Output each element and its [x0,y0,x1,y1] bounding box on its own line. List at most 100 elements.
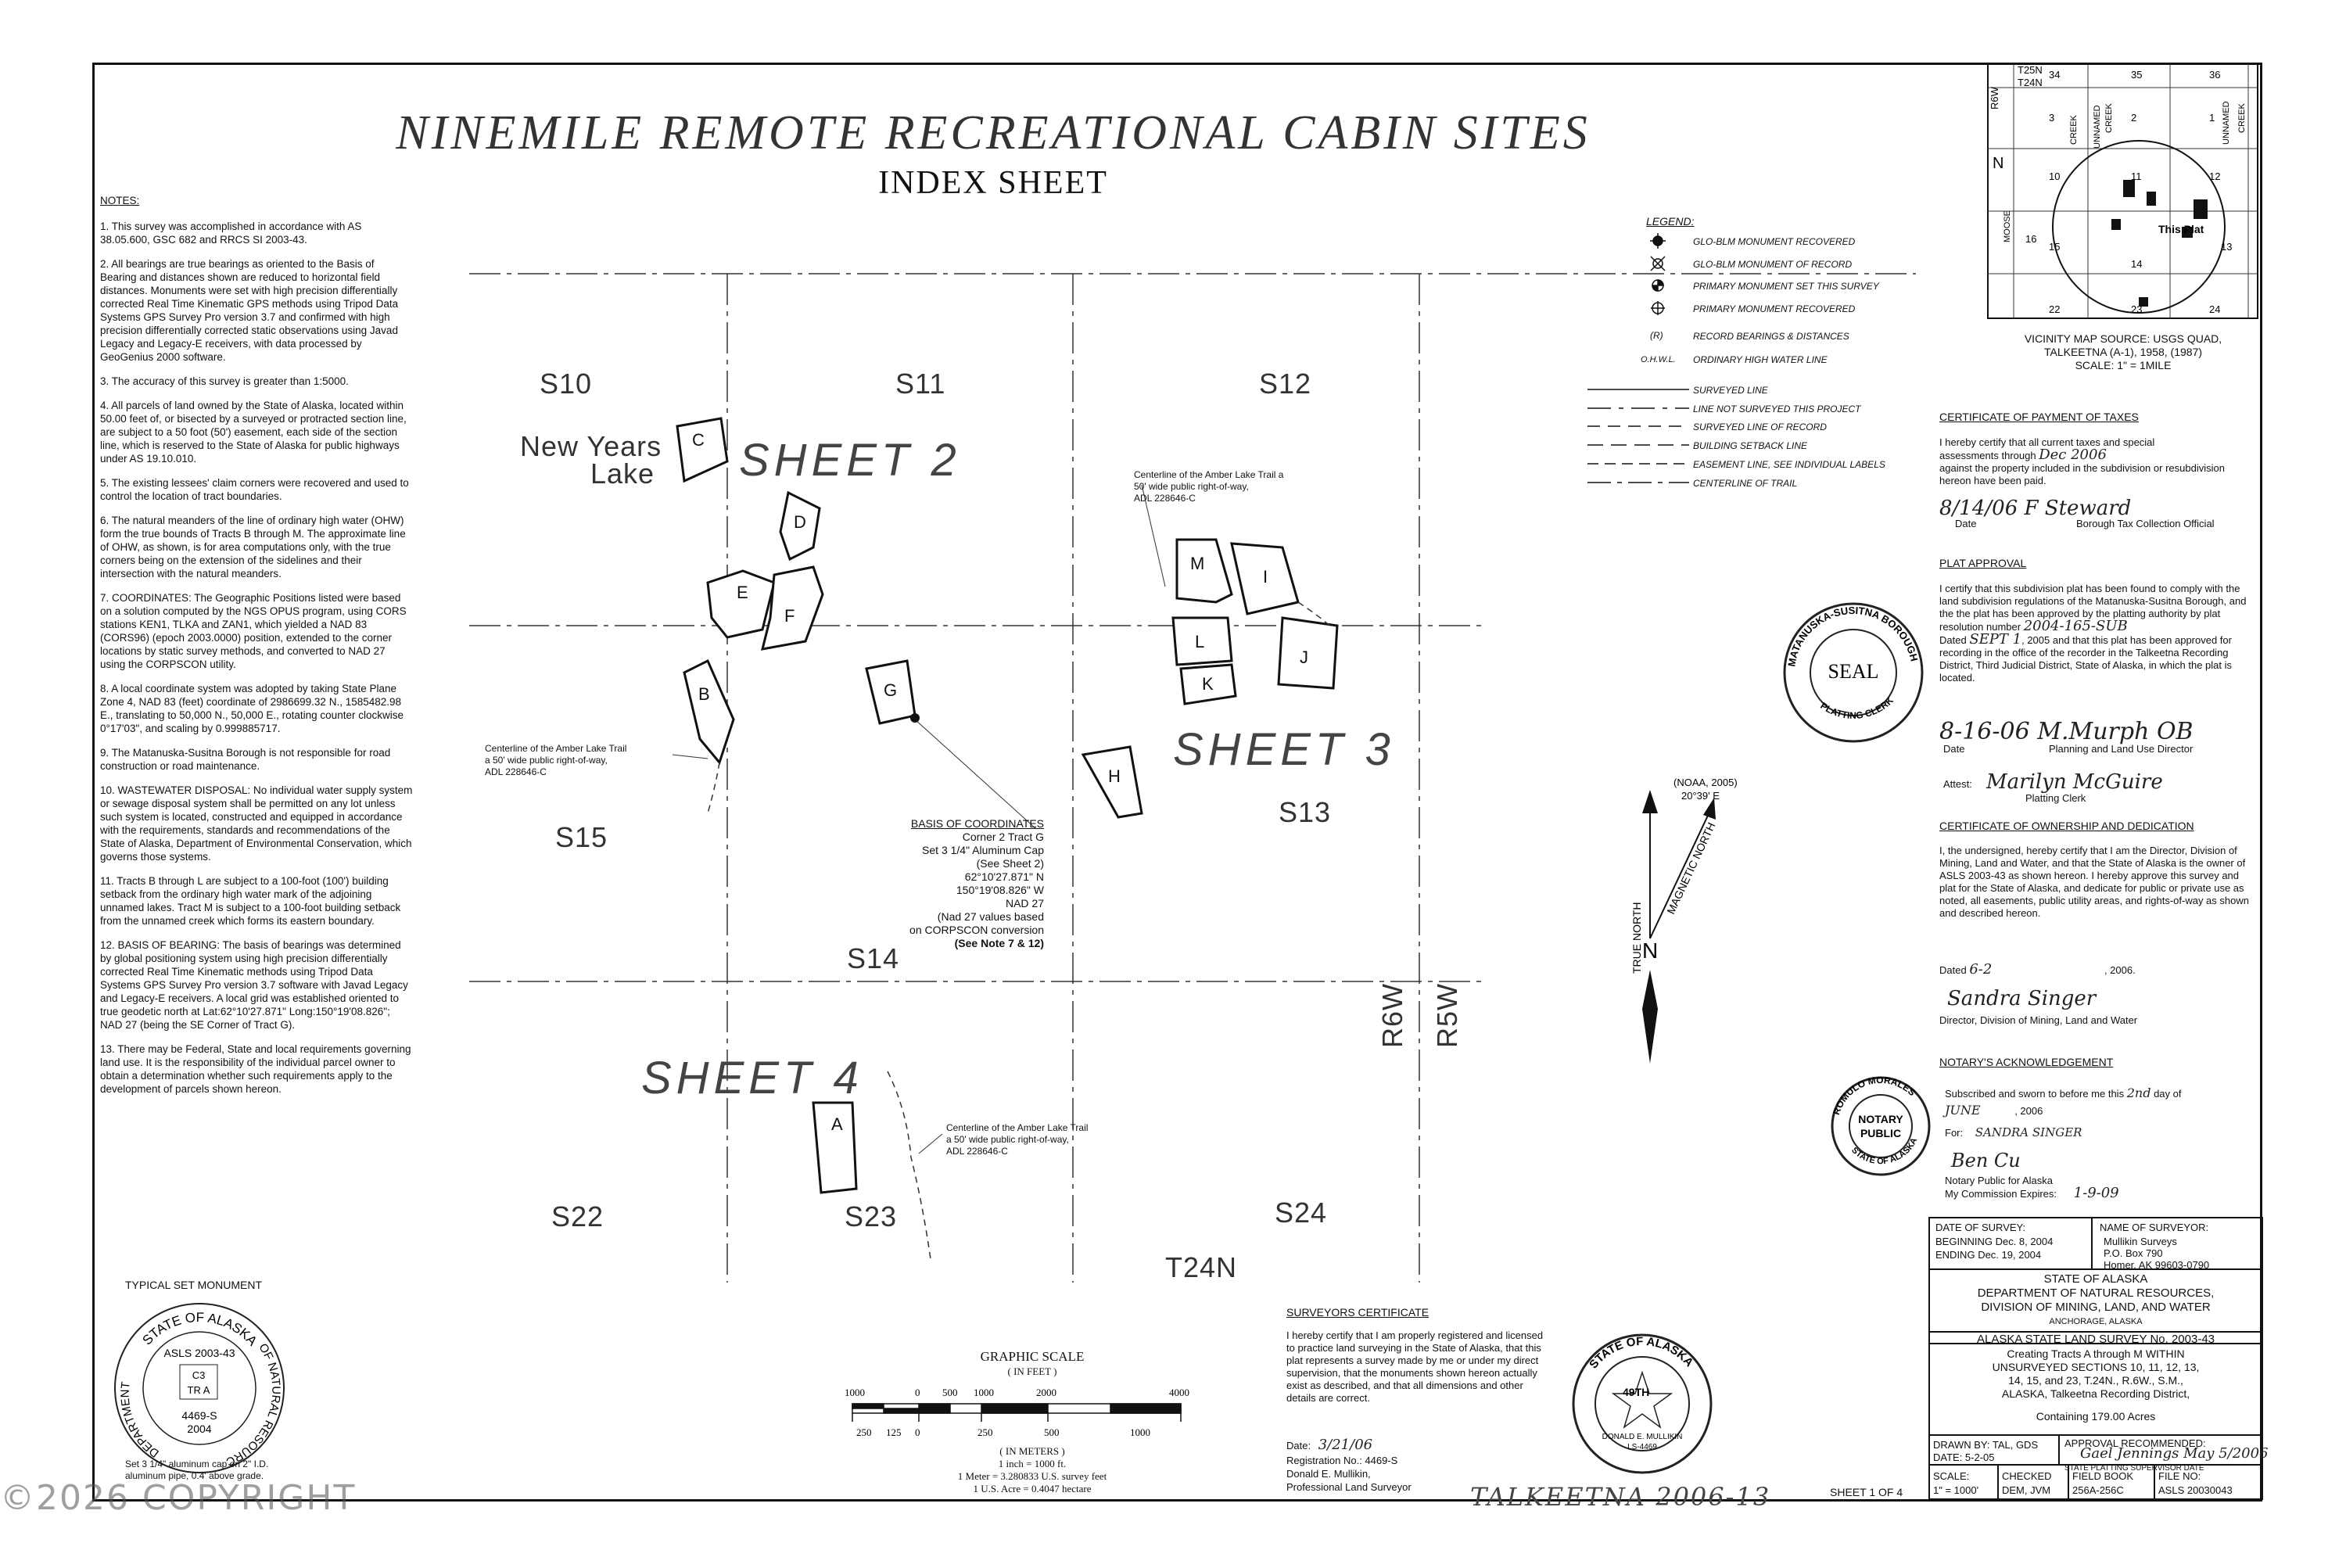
true-north-label: TRUE NORTH [1630,902,1643,974]
vicinity-r6w: R6W [1989,86,2000,109]
agency-block: STATE OF ALASKA DEPARTMENT OF NATURAL RE… [1977,1272,2215,1326]
survey-number: ALASKA STATE LAND SURVEY No. 2003-43 [1976,1333,2215,1346]
ownership-text: I, the undersigned, hereby certify that … [1939,845,2249,919]
tract-l-outline [1171,616,1233,666]
trail-centerline [887,1071,931,1260]
approval-title: STATE PLATTING SUPERVISOR DATE [2064,1464,2204,1473]
note-item: 13. There may be Federal, State and loca… [100,1043,411,1095]
legend-line-item: CENTERLINE OF TRAIL [1693,478,1798,489]
vicinity-sec: 1 [2209,112,2215,124]
surveyor-cert-text: I hereby certify that I am properly regi… [1286,1329,1544,1404]
range-label-r5w: R5W [1431,983,1463,1048]
section-label-s12: S12 [1259,368,1312,400]
basis-of-coordinates: BASIS OF COORDINATES Corner 2 Tract G Se… [909,817,1044,949]
note-item: 9. The Matanuska-Susitna Borough is not … [100,747,391,772]
section-label-s22: S22 [551,1200,604,1233]
graphic-scale-feet: ( IN FEET ) [1007,1365,1057,1377]
monument-cap-icon: STATE OF ALASKA DEPARTMENT OF NATURAL RE… [109,1298,285,1473]
trail-centerline [707,762,720,814]
note-item: 7. COORDINATES: The Geographic Positions… [100,592,407,670]
note-item: 2. All bearings are true bearings as ori… [100,258,399,363]
legend-item: ORDINARY HIGH WATER LINE [1693,354,1828,365]
monument-caption: Set 3 1/4" aluminum cap on 2" I.D. alumi… [125,1459,269,1481]
notary-signature: Ben Cu [1951,1150,2021,1172]
plat-approval-text: I certify that this subdivision plat has… [1939,583,2247,684]
director-title: Director, Division of Mining, Land and W… [1939,1014,2138,1026]
tract-f-label: F [784,606,795,626]
recording-stamp: TALKEETNA 2006-13 [1470,1482,1771,1512]
notary-expires: My Commission Expires: 1-9-09 [1945,1185,2119,1201]
notary-text: Subscribed and sworn to before me this 2… [1945,1085,2182,1100]
borough-seal-icon: MATANUSKA-SUSITNA BOROUGH PLATTING CLERK… [1783,602,1924,743]
notary-month: JUNE , 2006 [1945,1103,2043,1118]
lake-label: Lake [590,457,655,490]
surveyor-seal-name: DONALD E. MULLIKIN [1602,1433,1683,1441]
notary-seal-state: STATE OF ALASKA [1849,1136,1919,1166]
township-label: T24N [1165,1251,1238,1283]
trail-label-bottom: Centerline of the Amber Lake Trail a 50'… [946,1122,1089,1157]
scale-ft-label: 2000 [1036,1387,1056,1398]
tract-c-label: C [692,430,705,450]
surveyor-seal-49th: 49TH [1623,1386,1649,1398]
title-block-frame [1928,1217,2263,1500]
tract-k-outline [1179,663,1237,705]
surveyor-name: Donald E. Mullikin, [1286,1468,1371,1480]
scale-ft-label: 1000 [974,1387,994,1398]
legend-item: GLO-BLM MONUMENT OF RECORD [1693,259,1853,270]
tract-c-outline [676,417,729,483]
vicinity-sec: 10 [2049,170,2060,182]
tract-j-label: J [1300,648,1308,667]
section-label-s15: S15 [555,821,608,853]
legend-r-symbol: (R) [1650,330,1663,341]
sheet-3-label: SHEET 3 [1173,724,1395,775]
section-label-s24: S24 [1275,1197,1328,1229]
scale-ft-label: 4000 [1169,1387,1189,1398]
survey-description: Creating Tracts A through M WITHIN UNSUR… [1992,1347,2200,1423]
notary-heading: NOTARY'S ACKNOWLEDGEMENT [1939,1056,2114,1068]
corner-2-monument-icon [910,713,920,723]
section-label-s10: S10 [540,368,593,400]
svg-text:STATE OF ALASKA: STATE OF ALASKA [1849,1136,1919,1166]
vicinity-sec: 34 [2049,69,2060,81]
tract-h-label: H [1108,766,1121,786]
scale-ft-label: 1000 [845,1387,865,1398]
copyright-watermark: ©2026 COPYRIGHT [0,1478,357,1518]
glo-recovered-icon [1650,233,1666,249]
section-label-s14: S14 [847,942,900,974]
scale-m-label: 125 [886,1426,902,1438]
vicinity-caption: VICINITY MAP SOURCE: USGS QUAD, TALKEETN… [2024,332,2222,371]
legend-symbols [1650,233,1666,315]
plat-date-label: Date [1943,743,1965,755]
vicinity-unnamed-label: UNNAMED [2222,101,2231,145]
tract-k-label: K [1202,674,1214,694]
north-arrow-icon: TRUE NORTH MAGNETIC NORTH (NOAA, 2005) 2… [1630,777,1738,1064]
note-item: 1. This survey was accomplished in accor… [100,221,362,246]
platting-clerk-signature: Marilyn McGuire [1986,770,2163,794]
tract-m-label: M [1190,554,1205,573]
checked-label: CHECKED [2002,1470,2052,1482]
fieldbook-value: 256A-256C [2072,1484,2124,1496]
scale-ft-label: 0 [915,1387,920,1398]
checked-value: DEM, JVM [2002,1484,2051,1496]
surveyor-name: Mullikin Surveys [2104,1236,2177,1247]
monument-heading: TYPICAL SET MONUMENT [125,1279,263,1291]
leader-line [918,1133,943,1154]
approval-label: APPROVAL RECOMMENDED: [2064,1437,2206,1449]
ownership-heading: CERTIFICATE OF OWNERSHIP AND DEDICATION [1939,820,2194,832]
legend-ohwl-symbol: O.H.W.L. [1641,355,1676,364]
attest-label: Attest: [1943,778,1972,790]
legend-line-item: LINE NOT SURVEYED THIS PROJECT [1693,404,1861,414]
notes-heading: NOTES: [100,195,140,206]
note-item: 12. BASIS OF BEARING: The basis of beari… [100,939,408,1031]
vicinity-sec: 3 [2049,112,2054,124]
borough-seal-bottom: PLATTING CLERK [1818,694,1896,721]
scale-m-label: 500 [1044,1426,1060,1438]
legend-item: PRIMARY MONUMENT SET THIS SURVEY [1693,281,1879,292]
vicinity-sec: 14 [2131,258,2142,270]
scale-label: SCALE: [1933,1470,1970,1482]
fileno-label: FILE NO: [2158,1470,2201,1482]
tax-official-label: Borough Tax Collection Official [2076,518,2215,529]
tract-j-outline [1277,616,1339,690]
